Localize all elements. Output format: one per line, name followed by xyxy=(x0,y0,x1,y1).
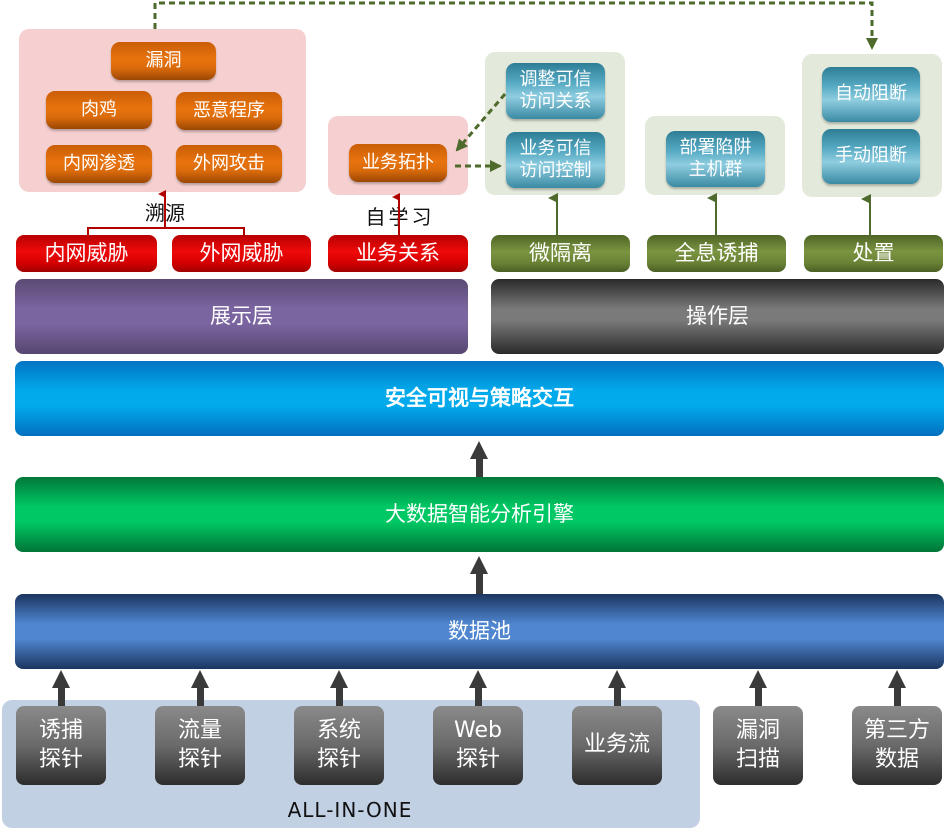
micro-isolation-button[interactable]: 微隔离 xyxy=(491,235,630,272)
business-relation-button[interactable]: 业务关系 xyxy=(328,235,468,272)
zombie-host-box[interactable]: 肉鸡 xyxy=(46,91,152,129)
self-learning-label: 自学习 xyxy=(365,204,435,229)
pool-to-engine-arrow xyxy=(470,556,488,594)
malware-box[interactable]: 恶意程序 xyxy=(176,92,282,130)
adjust-trusted-access-box[interactable]: 调整可信 访问关系 xyxy=(506,63,605,119)
system-probe[interactable]: 系统 探针 xyxy=(294,706,384,785)
vulnerability-box[interactable]: 漏洞 xyxy=(111,42,216,80)
auto-block-box[interactable]: 自动阻断 xyxy=(822,67,920,122)
source-to-pool-arrow-7 xyxy=(888,670,906,706)
vulnerability-scan-source[interactable]: 漏洞 扫描 xyxy=(713,706,803,785)
holographic-trap-button[interactable]: 全息诱捕 xyxy=(647,235,786,272)
business-flow-probe[interactable]: 业务流 xyxy=(572,706,662,785)
intranet-threat-button[interactable]: 内网威胁 xyxy=(16,235,157,272)
security-visual-policy-layer[interactable]: 安全可视与策略交互 xyxy=(15,361,944,436)
web-probe[interactable]: Web 探针 xyxy=(433,706,523,785)
trap-probe[interactable]: 诱捕 探针 xyxy=(16,706,106,785)
display-layer[interactable]: 展示层 xyxy=(15,279,468,354)
data-pool-layer[interactable]: 数据池 xyxy=(15,594,944,669)
engine-to-visual-arrow xyxy=(470,441,488,477)
all-in-one-label: ALL-IN-ONE xyxy=(287,798,413,822)
intranet-penetration-box[interactable]: 内网渗透 xyxy=(46,145,152,183)
trace-bracket-line xyxy=(87,227,245,235)
trace-label: 溯源 xyxy=(145,200,185,225)
disposal-button[interactable]: 处置 xyxy=(804,235,943,272)
external-threat-button[interactable]: 外网威胁 xyxy=(172,235,311,272)
external-attack-box[interactable]: 外网攻击 xyxy=(176,145,282,183)
manual-block-box[interactable]: 手动阻断 xyxy=(822,129,920,184)
traffic-probe[interactable]: 流量 探针 xyxy=(155,706,245,785)
trusted-access-control-box[interactable]: 业务可信 访问控制 xyxy=(506,132,605,188)
third-party-data-source[interactable]: 第三方 数据 xyxy=(852,706,942,785)
deploy-trap-hosts-box[interactable]: 部署陷阱 主机群 xyxy=(666,131,765,187)
business-topology-box[interactable]: 业务拓扑 xyxy=(349,144,447,182)
source-to-pool-arrow-6 xyxy=(749,670,767,706)
operation-layer[interactable]: 操作层 xyxy=(491,279,944,354)
big-data-engine-layer[interactable]: 大数据智能分析引擎 xyxy=(15,477,944,552)
